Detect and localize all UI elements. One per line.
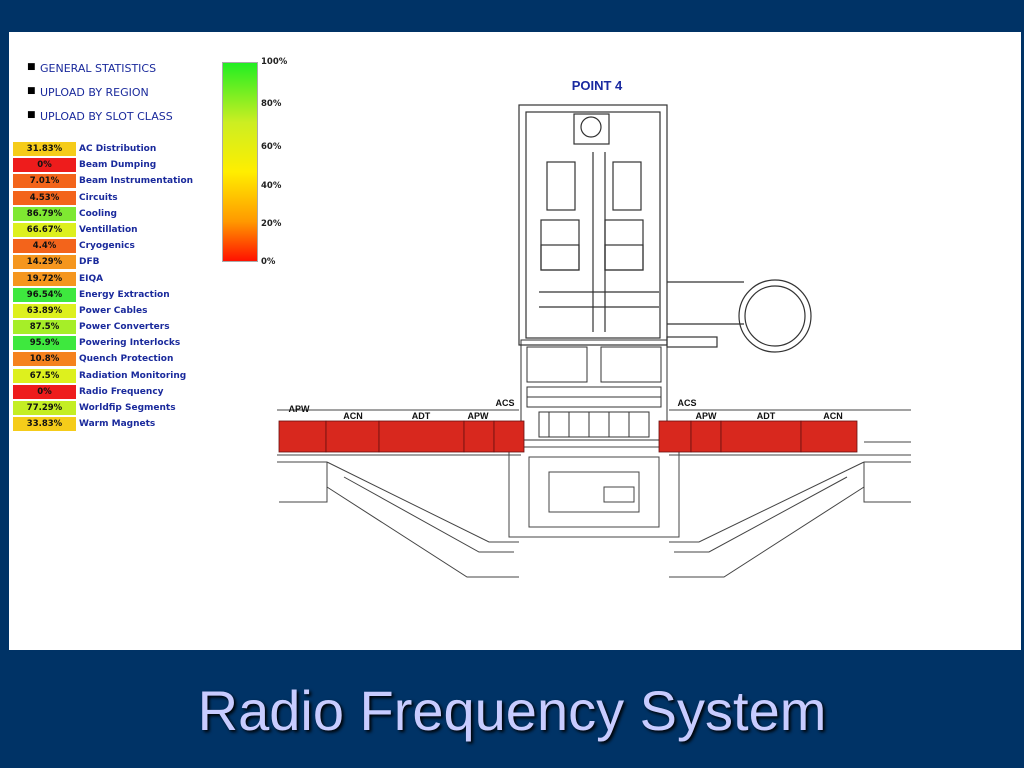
stat-percentage: 7.01% [13,174,76,189]
segment-label: ACN [823,411,843,421]
stat-percentage: 67.5% [13,368,76,383]
stat-percentage: 4.4% [13,239,76,254]
shaft-building [518,104,668,346]
stat-system-name[interactable]: Quench Protection [79,354,174,365]
stat-system-name[interactable]: Energy Extraction [79,289,170,300]
stat-system-name[interactable]: Beam Instrumentation [79,176,194,187]
stat-row[interactable]: 0%Radio Frequency [13,384,193,400]
stat-row[interactable]: 19.72%EIQA [13,271,193,287]
scale-tick-label: 60% [261,142,282,152]
stat-percentage: 33.83% [13,417,76,432]
rf-equipment-left [278,420,525,453]
side-shaft [666,279,812,353]
stat-row[interactable]: 63.89%Power Cables [13,303,193,319]
menu-upload-by-region[interactable]: ■ UPLOAD BY REGION [27,86,149,99]
stat-percentage: 87.5% [13,320,76,335]
stat-row[interactable]: 4.4%Cryogenics [13,238,193,254]
stat-system-name[interactable]: Radiation Monitoring [79,370,187,381]
stat-system-name[interactable]: Ventillation [79,224,138,235]
segment-label: ADT [757,411,776,421]
stat-row[interactable]: 77.29%Worldfip Segments [13,400,193,416]
scale-tick-label: 0% [261,257,276,267]
stat-row[interactable]: 0%Beam Dumping [13,157,193,173]
segment-label: ACS [495,398,514,408]
stat-system-name[interactable]: Power Converters [79,322,170,333]
stat-percentage: 0% [13,158,76,173]
segment-label: ACN [343,411,363,421]
stat-percentage: 19.72% [13,271,76,286]
stat-system-name[interactable]: Warm Magnets [79,419,156,430]
segment-label: APW [468,411,490,421]
stat-row[interactable]: 10.8%Quench Protection [13,351,193,367]
stat-row[interactable]: 31.83%AC Distribution [13,141,193,157]
menu-upload-by-slot-class[interactable]: ■ UPLOAD BY SLOT CLASS [27,110,173,123]
stat-row[interactable]: 86.79%Cooling [13,206,193,222]
segment-label: APW [696,411,718,421]
lhc-tunnel [277,409,911,538]
stat-percentage: 14.29% [13,255,76,270]
stat-percentage: 10.8% [13,352,76,367]
segment-label: APW [289,404,311,414]
stat-percentage: 95.9% [13,336,76,351]
stat-row[interactable]: 66.67%Ventillation [13,222,193,238]
segment-label: ADT [412,411,431,421]
rf-equipment-right [658,420,858,453]
stat-row[interactable]: 14.29%DFB [13,254,193,270]
stat-system-name[interactable]: Power Cables [79,305,148,316]
bullet-icon: ■ [27,110,36,120]
stat-row[interactable]: 87.5%Power Converters [13,319,193,335]
point-4-layout-diagram: POINT 4 [277,78,911,578]
stat-row[interactable]: 96.54%Energy Extraction [13,287,193,303]
stat-system-name[interactable]: Powering Interlocks [79,338,181,349]
stat-percentage: 66.67% [13,222,76,237]
stat-system-name[interactable]: AC Distribution [79,144,157,154]
stat-percentage: 0% [13,384,76,399]
stat-system-name[interactable]: Beam Dumping [79,160,157,171]
stat-system-name[interactable]: Cryogenics [79,241,135,252]
stat-percentage: 86.79% [13,206,76,221]
stat-row[interactable]: 7.01%Beam Instrumentation [13,173,193,189]
scale-tick-label: 20% [261,219,282,229]
stat-system-name[interactable]: EIQA [79,273,104,284]
transfer-galleries [279,461,911,578]
stat-percentage: 4.53% [13,190,76,205]
rf-cavity-block [520,339,668,441]
bullet-icon: ■ [27,86,36,96]
point-label: POINT 4 [572,78,623,93]
stat-row[interactable]: 4.53%Circuits [13,190,193,206]
stat-row[interactable]: 67.5%Radiation Monitoring [13,368,193,384]
menu-general-statistics[interactable]: ■ GENERAL STATISTICS [27,62,157,75]
bullet-icon: ■ [27,62,36,72]
stat-percentage: 77.29% [13,401,76,415]
stat-row[interactable]: 95.9%Powering Interlocks [13,335,193,351]
slide-title: Radio Frequency System [197,679,827,742]
scale-tick-label: 80% [261,99,282,109]
stat-percentage: 31.83% [13,142,76,156]
stat-percentage: 96.54% [13,287,76,302]
stat-system-name[interactable]: Radio Frequency [79,386,164,397]
content-panel: ■ GENERAL STATISTICS ■ UPLOAD BY REGION … [9,32,1021,650]
scale-tick-label: 100% [261,57,288,67]
stat-system-name[interactable]: Cooling [79,208,117,219]
stat-system-name[interactable]: Worldfip Segments [79,403,176,413]
stat-percentage: 63.89% [13,303,76,318]
stat-system-name[interactable]: DFB [79,257,100,268]
stat-system-name[interactable]: Circuits [79,192,118,203]
completion-color-scale [222,62,258,262]
scale-tick-label: 40% [261,181,282,191]
segment-label: ACS [677,398,696,408]
stat-row[interactable]: 33.83%Warm Magnets [13,416,193,432]
